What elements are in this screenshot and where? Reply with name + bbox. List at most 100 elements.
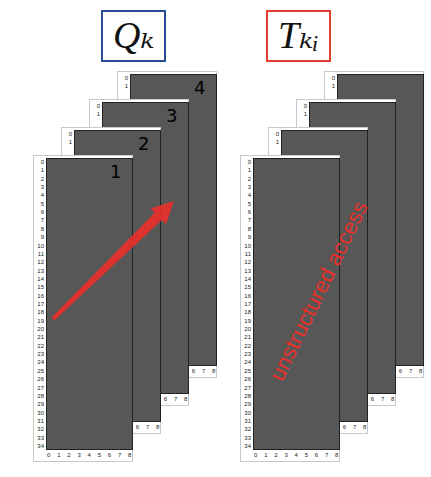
axis-tick-label: 13 <box>34 268 44 275</box>
axis-tick-label: 5 <box>305 452 308 459</box>
axis-tick-label: 14 <box>34 276 44 283</box>
axis-tick-label: 2 <box>34 176 44 183</box>
title-box: Qₖ <box>101 10 166 62</box>
axis-tick-label: 0 <box>325 75 335 82</box>
axis-tick-label: 0 <box>269 131 279 138</box>
axis-tick-label: 6 <box>315 452 318 459</box>
axis-tick-label: 10 <box>241 243 251 250</box>
axis-tick-label: 2 <box>274 452 277 459</box>
axis-tick-label: 8 <box>419 368 422 375</box>
axis-tick-label: 28 <box>34 393 44 400</box>
axis-tick-label: 8 <box>391 396 394 403</box>
title-text: Qₖ <box>113 16 154 54</box>
axis-tick-label: 8 <box>34 226 44 233</box>
axis-tick-label: 17 <box>34 301 44 308</box>
axis-tick-label: 7 <box>353 424 356 431</box>
axis-tick-label: 29 <box>241 401 251 408</box>
title-box: Tₖᵢ <box>266 10 331 62</box>
axis-tick-label: 7 <box>381 396 384 403</box>
panel-number: 3 <box>166 106 177 126</box>
axis-tick-label: 24 <box>34 359 44 366</box>
plot-area <box>46 158 133 450</box>
axis-tick-label: 34 <box>241 443 251 450</box>
axis-tick-label: 8 <box>335 452 338 459</box>
axis-tick-label: 22 <box>34 343 44 350</box>
axis-tick-label: 18 <box>241 309 251 316</box>
axis-tick-label: 6 <box>136 424 139 431</box>
axis-tick-label: 2 <box>67 452 70 459</box>
axis-tick-label: 16 <box>241 293 251 300</box>
axis-tick-label: 7 <box>241 217 251 224</box>
axis-tick-label: 19 <box>34 318 44 325</box>
axis-tick-label: 28 <box>241 393 251 400</box>
axis-tick-label: 15 <box>241 284 251 291</box>
axis-tick-label: 1 <box>90 111 100 118</box>
axis-tick-label: 19 <box>241 318 251 325</box>
axis-tick-label: 7 <box>118 452 121 459</box>
axis-tick-label: 1 <box>264 452 267 459</box>
axis-tick-label: 1 <box>34 167 44 174</box>
axis-tick-label: 1 <box>57 452 60 459</box>
axis-tick-label: 0 <box>254 452 257 459</box>
axis-tick-label: 1 <box>62 139 72 146</box>
axis-tick-label: 15 <box>34 284 44 291</box>
axis-tick-label: 27 <box>241 385 251 392</box>
axis-tick-label: 8 <box>184 396 187 403</box>
axis-tick-label: 30 <box>241 410 251 417</box>
axis-tick-label: 7 <box>325 452 328 459</box>
axis-tick-label: 7 <box>174 396 177 403</box>
axis-tick-label: 0 <box>90 103 100 110</box>
axis-tick-label: 8 <box>212 368 215 375</box>
axis-tick-label: 12 <box>241 259 251 266</box>
plot-panel: 0123456789101112131415161718192021222324… <box>240 155 340 462</box>
axis-tick-label: 1 <box>325 83 335 90</box>
axis-tick-label: 7 <box>34 217 44 224</box>
axis-tick-label: 24 <box>241 359 251 366</box>
axis-tick-label: 6 <box>371 396 374 403</box>
axis-tick-label: 8 <box>156 424 159 431</box>
axis-tick-label: 5 <box>34 201 44 208</box>
axis-tick-label: 1 <box>297 111 307 118</box>
axis-tick-label: 25 <box>241 368 251 375</box>
axis-tick-label: 11 <box>241 251 251 258</box>
panel-number: 1 <box>110 162 121 182</box>
axis-tick-label: 22 <box>241 343 251 350</box>
axis-tick-label: 20 <box>241 326 251 333</box>
title-text: Tₖᵢ <box>278 16 319 54</box>
axis-tick-label: 32 <box>34 426 44 433</box>
axis-tick-label: 26 <box>241 376 251 383</box>
axis-tick-label: 7 <box>202 368 205 375</box>
axis-tick-label: 1 <box>241 167 251 174</box>
axis-tick-label: 7 <box>409 368 412 375</box>
axis-tick-label: 8 <box>241 226 251 233</box>
axis-tick-label: 0 <box>34 159 44 166</box>
axis-tick-label: 23 <box>241 351 251 358</box>
axis-tick-label: 0 <box>297 103 307 110</box>
axis-tick-label: 0 <box>118 75 128 82</box>
axis-tick-label: 7 <box>146 424 149 431</box>
axis-tick-label: 6 <box>164 396 167 403</box>
axis-tick-label: 26 <box>34 376 44 383</box>
axis-tick-label: 2 <box>241 176 251 183</box>
axis-tick-label: 8 <box>128 452 131 459</box>
axis-tick-label: 0 <box>62 131 72 138</box>
axis-tick-label: 4 <box>241 192 251 199</box>
axis-tick-label: 3 <box>34 184 44 191</box>
axis-tick-label: 32 <box>241 426 251 433</box>
axis-tick-label: 20 <box>34 326 44 333</box>
direction-arrow <box>34 156 234 356</box>
axis-tick-label: 33 <box>34 435 44 442</box>
axis-tick-label: 34 <box>34 443 44 450</box>
axis-tick-label: 6 <box>241 209 251 216</box>
axis-tick-label: 29 <box>34 401 44 408</box>
axis-tick-label: 4 <box>34 192 44 199</box>
axis-tick-label: 8 <box>363 424 366 431</box>
axis-tick-label: 0 <box>241 159 251 166</box>
axis-tick-label: 13 <box>241 268 251 275</box>
axis-tick-label: 18 <box>34 309 44 316</box>
axis-tick-label: 33 <box>241 435 251 442</box>
axis-tick-label: 3 <box>241 184 251 191</box>
axis-tick-label: 4 <box>88 452 91 459</box>
axis-tick-label: 6 <box>399 368 402 375</box>
axis-tick-label: 23 <box>34 351 44 358</box>
